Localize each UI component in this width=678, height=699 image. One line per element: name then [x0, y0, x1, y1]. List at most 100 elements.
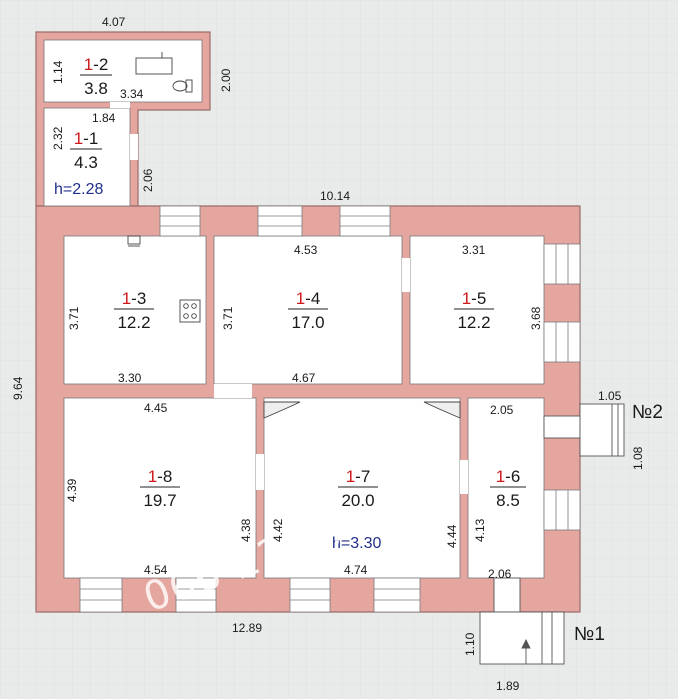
door-gap: [214, 384, 252, 398]
ceiling-height-annex: h=2.28: [54, 181, 103, 198]
side-door-opening: [543, 415, 581, 439]
dim-porch-1-depth: 1.10: [463, 632, 477, 656]
dim-1-8-bottom: 4.54: [144, 563, 168, 577]
arch-icon: [423, 401, 461, 419]
dim-1-4-height: 3.71: [221, 306, 235, 330]
door-gap: [402, 258, 410, 292]
window: [543, 489, 581, 531]
floor-1-4: [213, 235, 403, 385]
front-door-opening: [493, 577, 521, 613]
dim-1-4-top: 4.53: [294, 243, 318, 257]
room-label-1-4: 1-4 17.0: [288, 289, 328, 332]
svg-text:19.7: 19.7: [143, 491, 176, 510]
floor-1-8: [63, 397, 257, 579]
room-label-1-3: 1-3 12.2: [114, 289, 154, 332]
svg-text:12.2: 12.2: [117, 313, 150, 332]
window: [543, 321, 581, 363]
window: [159, 205, 201, 237]
dim-1-5-height: 3.68: [529, 306, 543, 330]
window: [543, 243, 581, 285]
dim-porch-2-width: 1.05: [598, 389, 622, 403]
dimensions: 4.07 1.14 3.34 2.00 2.32 1.84 2.06 10.14…: [11, 15, 645, 693]
ceiling-height-main: h=3.30: [332, 535, 381, 552]
svg-text:1-1: 1-1: [74, 129, 99, 148]
room-label-1-6: 1-6 8.5: [490, 467, 526, 510]
dim-1-3-bottom: 3.30: [118, 371, 142, 385]
svg-text:20.0: 20.0: [341, 491, 374, 510]
dim-bottom-overall: 12.89: [232, 621, 262, 635]
stove-icon: [179, 299, 201, 323]
windows: [79, 205, 581, 613]
dim-annex-width: 4.07: [102, 15, 126, 29]
dim-1-6-height: 4.13: [473, 518, 487, 542]
floor-1-6: [467, 397, 545, 579]
window: [373, 577, 421, 613]
dim-left-overall: 9.64: [11, 376, 25, 400]
entrance-side: [543, 403, 625, 457]
door-gap: [256, 454, 264, 490]
svg-text:1-3: 1-3: [122, 289, 147, 308]
dim-1-8-right: 4.38: [239, 518, 253, 542]
svg-text:1-8: 1-8: [148, 467, 173, 486]
window: [175, 577, 217, 613]
room-label-1-5: 1-5 12.2: [454, 289, 494, 332]
dim-porch-1-width: 1.89: [496, 679, 520, 693]
front-porch: [479, 611, 565, 665]
window: [289, 577, 331, 613]
floor-1-1: [43, 107, 131, 207]
dim-1-7-right: 4.44: [445, 524, 459, 548]
bathtub-icon: [135, 52, 173, 75]
dim-porch-2-depth: 1.08: [631, 446, 645, 470]
window: [257, 205, 303, 237]
room-label-1-2: 1-2 3.8: [80, 55, 112, 98]
entrance-label-1: №1: [574, 624, 605, 645]
sink-icon: [127, 235, 141, 247]
arch-icon: [263, 401, 301, 419]
door-gap: [110, 102, 130, 108]
side-porch: [579, 403, 625, 457]
svg-text:1-2: 1-2: [84, 55, 109, 74]
svg-text:17.0: 17.0: [291, 313, 324, 332]
dim-1-3-height: 3.71: [67, 306, 81, 330]
svg-text:1-5: 1-5: [462, 289, 487, 308]
svg-text:1-7: 1-7: [346, 467, 371, 486]
dim-1-1-width: 1.84: [92, 111, 116, 125]
floor-1-3: [63, 235, 207, 385]
dim-1-1-height: 2.32: [51, 126, 65, 150]
room-floors: [43, 39, 545, 579]
svg-text:1-6: 1-6: [496, 467, 521, 486]
svg-text:1-4: 1-4: [296, 289, 321, 308]
dim-1-7-left: 4.42: [271, 518, 285, 542]
dim-1-8-height: 4.39: [65, 478, 79, 502]
dim-1-8-top: 4.45: [144, 401, 168, 415]
floor-1-5: [409, 235, 545, 385]
svg-text:8.5: 8.5: [496, 491, 520, 510]
door-gap: [460, 460, 468, 494]
room-labels: 1-2 3.8 1-1 4.3 1-3 12.2 1-4 17.0 1-5 12…: [70, 55, 526, 510]
window: [339, 205, 391, 237]
svg-text:4.3: 4.3: [74, 153, 98, 172]
entrance-front: [479, 577, 565, 665]
room-label-1-1: 1-1 4.3: [70, 129, 102, 172]
dim-1-7-bottom: 4.74: [344, 563, 368, 577]
dim-1-5-top: 3.31: [462, 243, 486, 257]
dim-1-6-top: 2.05: [490, 403, 514, 417]
entrance-label-2: №2: [632, 402, 663, 423]
toilet-icon: [172, 79, 193, 93]
svg-text:12.2: 12.2: [457, 313, 490, 332]
svg-text:3.8: 3.8: [84, 79, 108, 98]
fixtures: [127, 52, 461, 419]
dim-1-6-bottom: 2.06: [488, 567, 512, 581]
dim-annex-right: 2.00: [219, 68, 233, 92]
dim-1-4-bottom: 4.67: [292, 371, 316, 385]
dim-1-2-height: 1.14: [51, 60, 65, 84]
dim-top-overall: 10.14: [320, 189, 350, 203]
floor-1-7: [263, 397, 461, 579]
room-label-1-7: 1-7 20.0: [338, 467, 378, 510]
floor-1-2: [43, 39, 203, 103]
door-gap: [130, 134, 138, 160]
dim-annex-lower: 2.06: [141, 168, 155, 192]
room-label-1-8: 1-8 19.7: [140, 467, 180, 510]
window: [79, 577, 123, 613]
